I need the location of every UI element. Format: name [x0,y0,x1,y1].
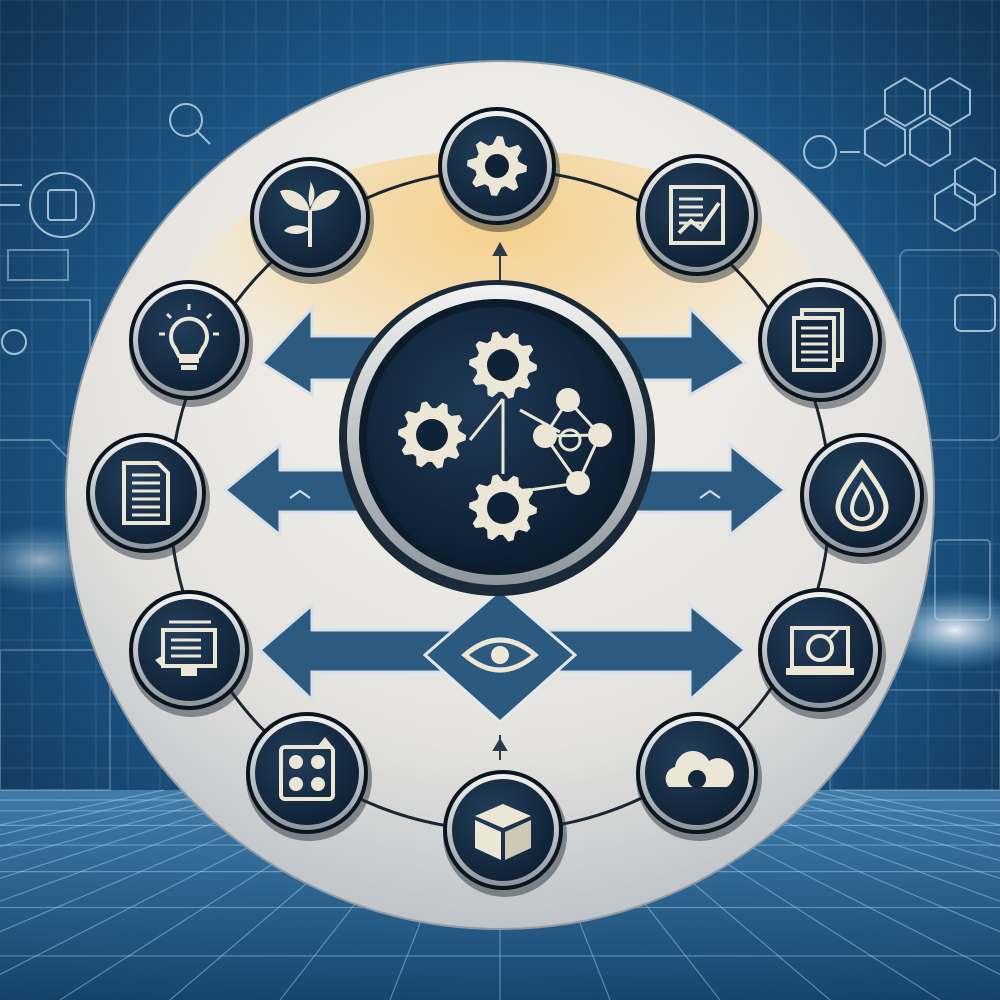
panel-right-icon [954,294,996,332]
chart-report-icon [669,185,725,245]
eye-icon [461,637,539,673]
box-icon [475,804,531,860]
node-growth[interactable] [250,157,374,284]
eye-diamond[interactable] [422,588,578,725]
hexagon-icon [884,76,926,128]
node-workstation[interactable] [129,590,253,717]
node-idea[interactable] [129,280,253,407]
node-report[interactable] [636,154,762,283]
water-drop-icon [835,458,889,532]
node-monitor[interactable] [758,588,886,719]
node-package[interactable] [443,770,567,897]
laptop-monitor-icon [786,626,854,675]
connector-marks [492,241,508,760]
node-document[interactable] [86,433,210,560]
badge-right-icon [803,135,837,169]
gear-icon [467,136,527,196]
sprout-icon [280,181,340,247]
clipboard-left-icon [47,189,77,221]
node-settings[interactable] [438,107,560,232]
lightbulb-icon [159,304,219,370]
modules-grid-icon [279,737,335,801]
node-data[interactable] [800,433,928,564]
central-hub[interactable] [339,280,655,596]
cloud-icon [665,751,734,788]
gears-network-icon [398,331,612,542]
node-modules[interactable] [246,712,372,841]
node-ring [86,107,928,897]
node-documents[interactable] [758,278,886,409]
workstation-icon [155,620,217,676]
arrow-up-lower-icon [492,738,508,751]
magnifier-icon [169,103,203,137]
gear-small-icon [1,329,27,355]
node-cloud[interactable] [636,712,762,841]
document-icon [122,461,170,525]
badge-left-icon [29,172,95,238]
documents-icon [792,308,844,372]
arrow-up-icon [492,241,508,256]
